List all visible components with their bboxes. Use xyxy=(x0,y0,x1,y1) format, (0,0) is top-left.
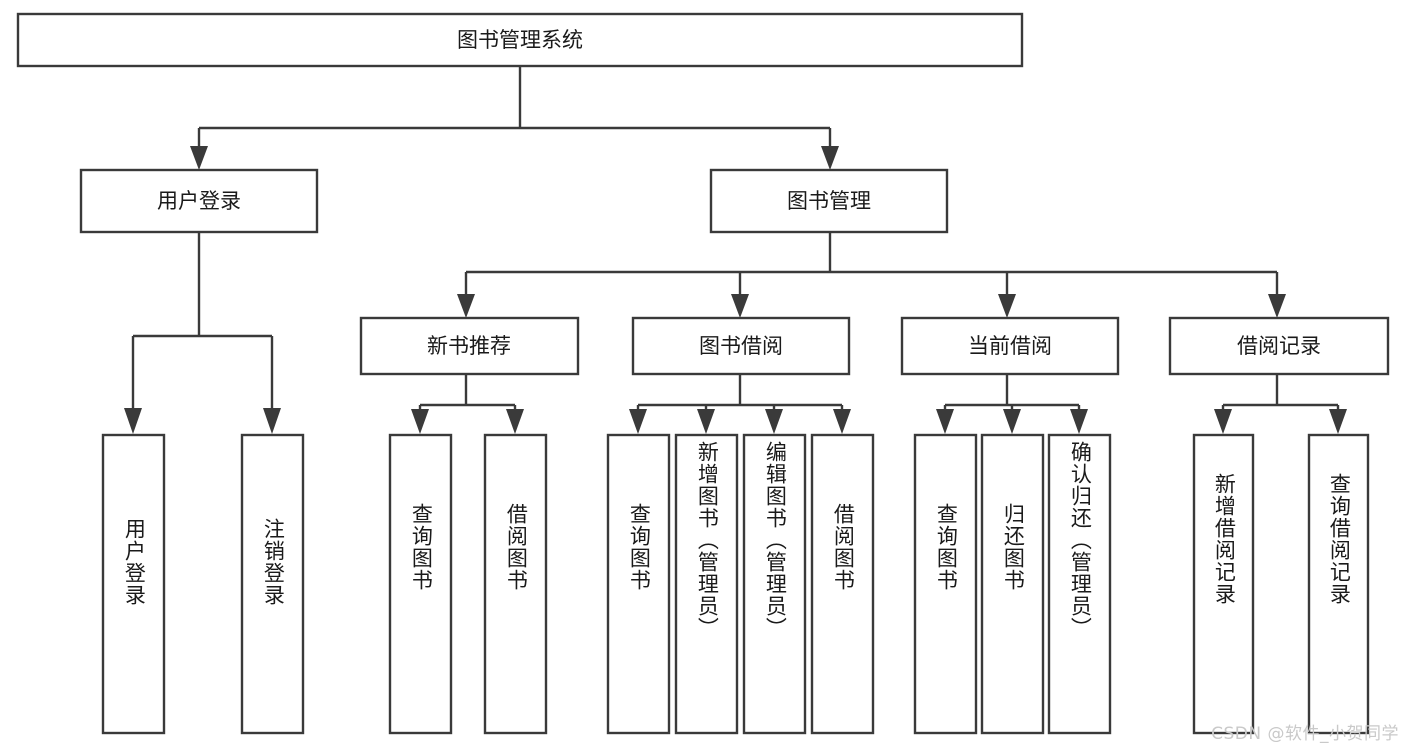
node-book-borrow[interactable]: 图书借阅 xyxy=(631,316,851,376)
arrow-head-user-login xyxy=(190,146,208,170)
arrow-head-leaf-add-record xyxy=(1214,409,1232,434)
node-root-system-label: 图书管理系统 xyxy=(457,28,583,52)
node-leaf-query-book-current-box[interactable] xyxy=(913,433,978,735)
node-book-manage[interactable]: 图书管理 xyxy=(709,168,949,234)
connector-user-login-to-leaves xyxy=(124,232,281,434)
arrow-head-leaf-confirm-return xyxy=(1070,409,1088,434)
node-leaf-edit-book-box[interactable] xyxy=(742,433,807,735)
arrow-head-book-borrow xyxy=(731,294,749,318)
arrow-head-leaf-query-book-borrow xyxy=(629,409,647,434)
arrow-head-leaf-query-record xyxy=(1329,409,1347,434)
node-current-borrow-box xyxy=(900,316,1120,376)
node-leaf-add-book-box[interactable] xyxy=(674,433,739,735)
node-borrow-record-box xyxy=(1168,316,1390,376)
leaf-boxes xyxy=(101,433,1370,735)
node-book-manage-label: 图书管理 xyxy=(787,189,871,213)
node-leaf-borrow-book-rec-box[interactable] xyxy=(483,433,548,735)
connector-current-borrow-to-leaves xyxy=(936,374,1088,434)
node-leaf-confirm-return-box[interactable] xyxy=(1047,433,1112,735)
connector-borrow-record-to-leaves xyxy=(1214,374,1347,434)
node-user-login-label: 用户登录 xyxy=(157,189,241,213)
node-new-book-rec[interactable]: 新书推荐 xyxy=(359,316,580,376)
arrow-head-leaf-logout xyxy=(263,408,281,434)
node-book-borrow-label: 图书借阅 xyxy=(699,334,783,358)
arrow-head-current-borrow xyxy=(998,294,1016,318)
node-user-login-box xyxy=(79,168,319,234)
connector-book-borrow-to-leaves xyxy=(629,374,851,434)
node-current-borrow-label: 当前借阅 xyxy=(968,334,1052,358)
arrow-head-leaf-user-login xyxy=(124,408,142,434)
node-leaf-user-login-box[interactable] xyxy=(101,433,166,735)
node-leaf-query-book-borrow-box[interactable] xyxy=(606,433,671,735)
node-leaf-logout-box[interactable] xyxy=(240,433,305,735)
arrow-head-leaf-borrow-book-rec xyxy=(506,409,524,434)
arrow-head-leaf-return-book xyxy=(1003,409,1021,434)
node-user-login[interactable]: 用户登录 xyxy=(79,168,319,234)
arrow-head-leaf-add-book xyxy=(697,409,715,434)
node-book-manage-box xyxy=(709,168,949,234)
node-leaf-query-book-rec-box[interactable] xyxy=(388,433,453,735)
node-current-borrow[interactable]: 当前借阅 xyxy=(900,316,1120,376)
arrow-head-leaf-query-book-current xyxy=(936,409,954,434)
node-root-system-box xyxy=(16,12,1024,68)
node-leaf-return-book-box[interactable] xyxy=(980,433,1045,735)
node-borrow-record[interactable]: 借阅记录 xyxy=(1168,316,1390,376)
arrow-head-borrow-record xyxy=(1268,294,1286,318)
node-leaf-borrow-book-box[interactable] xyxy=(810,433,875,735)
node-new-book-rec-label: 新书推荐 xyxy=(427,334,511,358)
connector-new-book-rec-to-leaves xyxy=(411,374,524,434)
node-leaf-add-record-box[interactable] xyxy=(1192,433,1255,735)
arrow-head-leaf-query-book-rec xyxy=(411,409,429,434)
arrow-head-leaf-edit-book xyxy=(765,409,783,434)
connector-book-manage-to-level3 xyxy=(457,232,1286,318)
node-leaf-query-record-box[interactable] xyxy=(1307,433,1370,735)
arrow-head-new-book-rec xyxy=(457,294,475,318)
node-new-book-rec-box xyxy=(359,316,580,376)
arrow-head-book-manage xyxy=(821,146,839,170)
node-root-system[interactable]: 图书管理系统 xyxy=(16,12,1024,68)
node-book-borrow-box xyxy=(631,316,851,376)
connector-root-to-level2 xyxy=(190,66,839,170)
node-borrow-record-label: 借阅记录 xyxy=(1237,334,1321,358)
arrow-head-leaf-borrow-book xyxy=(833,409,851,434)
